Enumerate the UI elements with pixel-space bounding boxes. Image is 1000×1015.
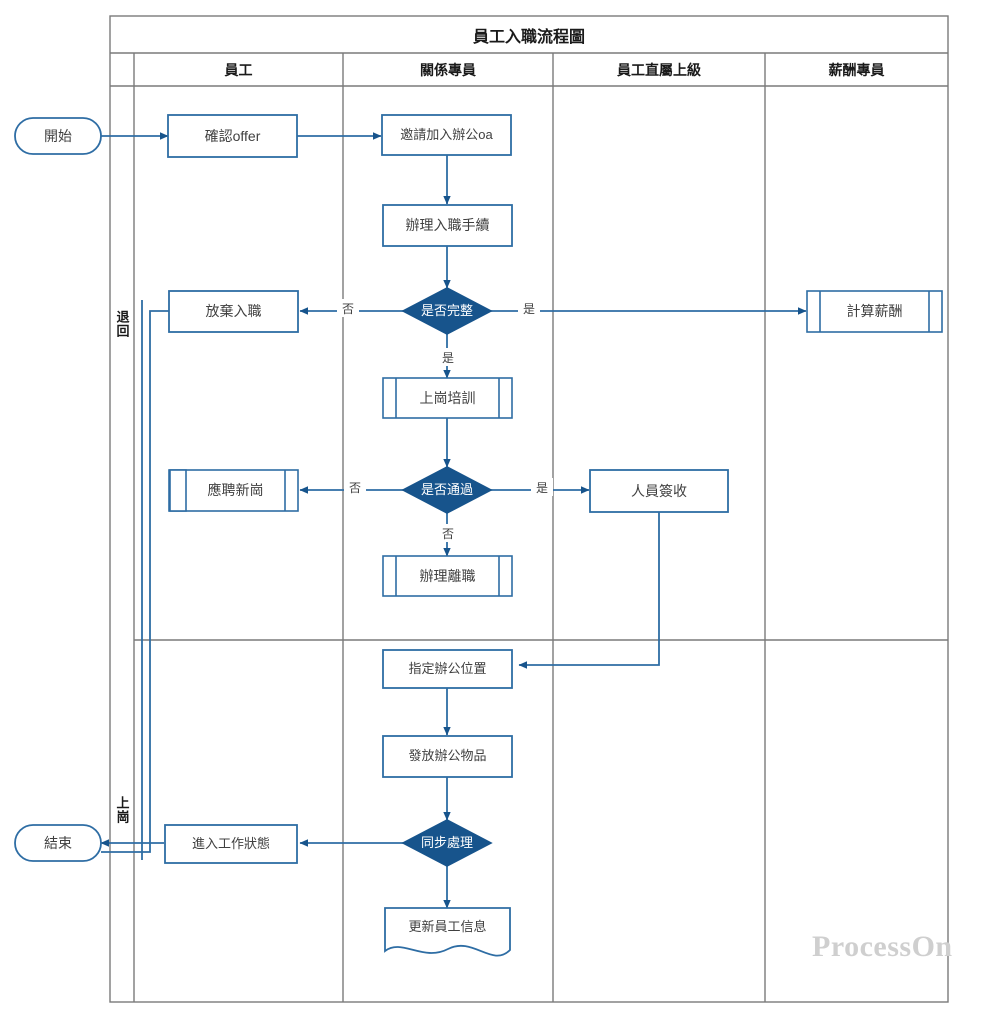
edge-label-passed-yes: 是 <box>531 478 553 496</box>
page-title: 員工入職流程圖 <box>472 28 585 46</box>
processon-watermark: ProcessOn <box>812 930 953 963</box>
column-header-payroll: 薪酬專員 <box>828 61 885 78</box>
column-header-relations: 關係專員 <box>420 61 476 78</box>
lane-label-tuihui: 退回 <box>114 310 130 338</box>
edge-label-complete-yes: 是 <box>518 299 540 317</box>
edge-label-complete-no: 否 <box>337 299 359 317</box>
edge-label-complete-down: 是 <box>437 348 459 366</box>
edge-label-passed-down: 否 <box>437 524 459 542</box>
column-header-employee: 員工 <box>224 61 253 78</box>
column-header-manager: 員工直屬上級 <box>617 61 701 78</box>
edge-label-passed-no: 否 <box>344 478 366 496</box>
lane-label-shanggang: 上崗 <box>114 796 130 824</box>
